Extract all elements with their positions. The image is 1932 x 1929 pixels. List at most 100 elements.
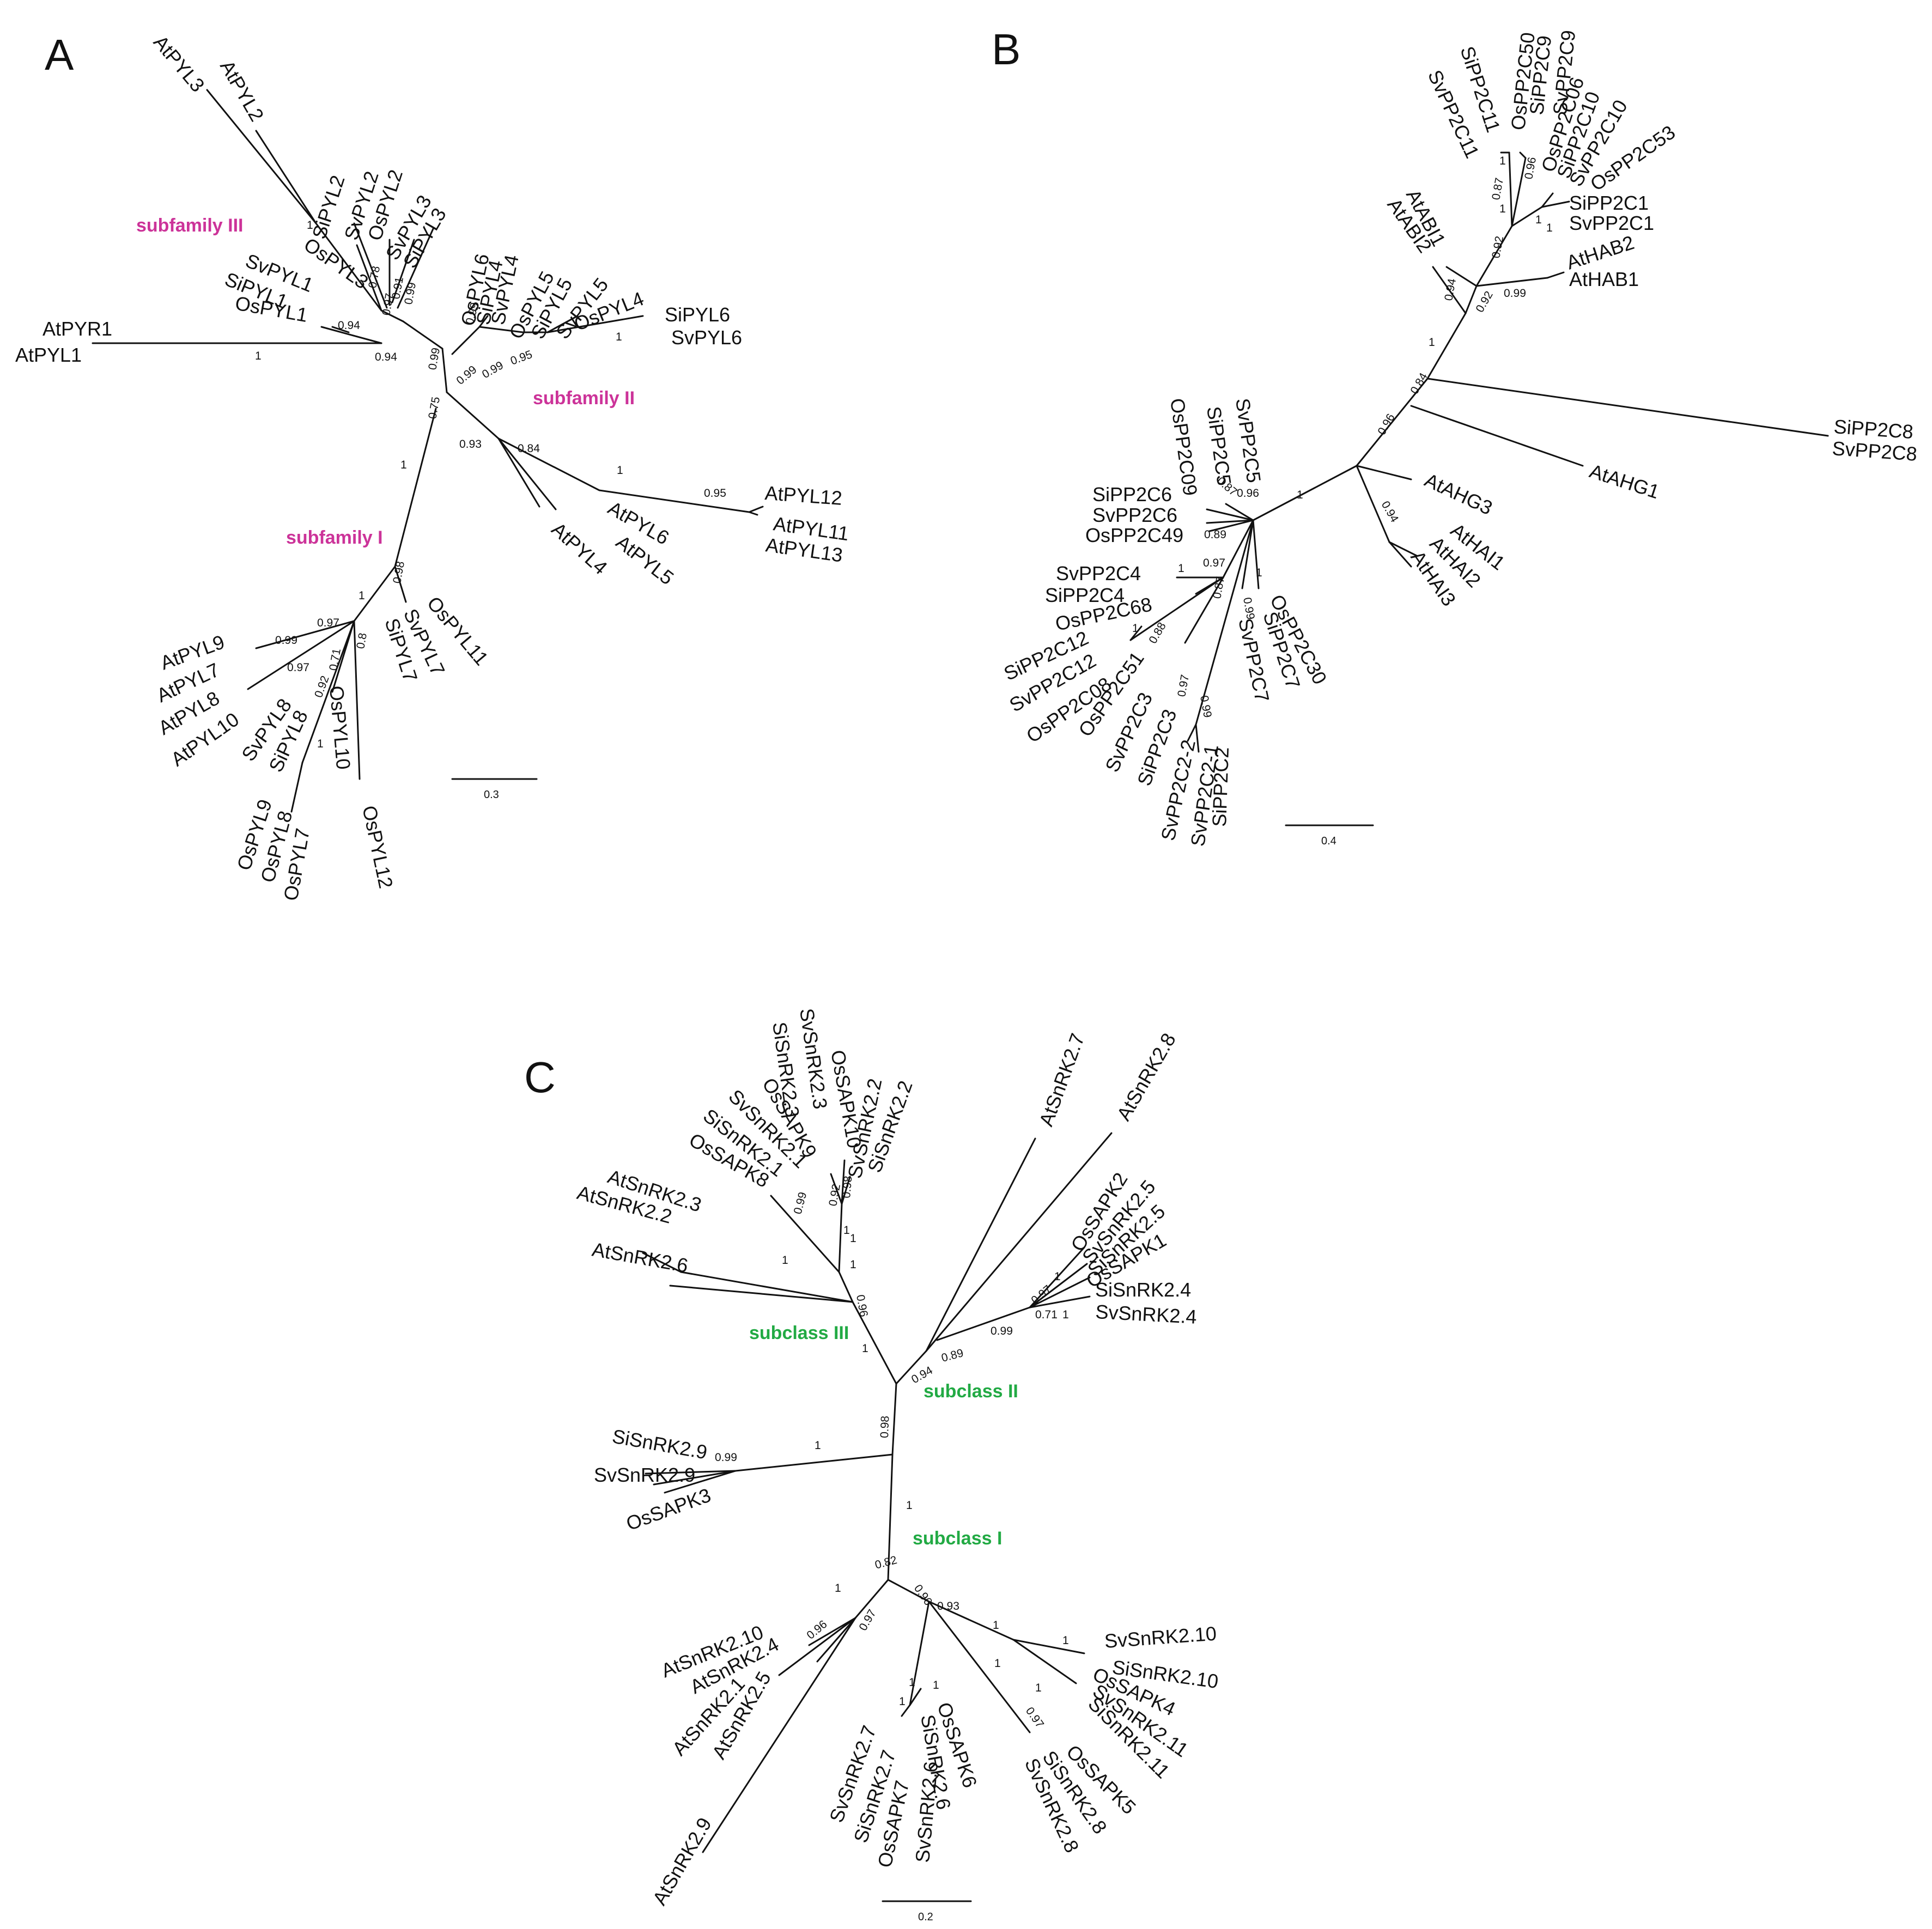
- support-value: 1: [1499, 155, 1506, 167]
- support-value: 1: [1429, 336, 1435, 349]
- support-value: 0.99: [480, 359, 506, 381]
- panel-a-letter: A: [45, 31, 74, 79]
- group-label: subfamily II: [533, 388, 635, 409]
- leaf-label: SiPP2C8: [1833, 415, 1914, 443]
- support-value: 0.82: [873, 1554, 898, 1572]
- support-value: 1: [835, 1582, 841, 1595]
- support-value: 1: [307, 219, 313, 232]
- support-value: 0.94: [338, 319, 360, 332]
- group-label: subclass III: [749, 1323, 849, 1343]
- support-value: 1: [1062, 1309, 1069, 1321]
- support-value: 0.92: [1490, 235, 1506, 259]
- leaf-label: SiPP2C2: [1208, 747, 1233, 827]
- panel-a-group-labels: subfamily III subfamily II subfamily I: [136, 215, 635, 548]
- support-value: 0.94: [1442, 277, 1459, 302]
- support-value: 0.94: [375, 351, 397, 363]
- support-value: 1: [359, 589, 365, 602]
- leaf-label: AtSnRK2.9: [648, 1814, 716, 1909]
- leaf-label: AtSnRK2.7: [1035, 1030, 1089, 1129]
- support-value: 0.97: [856, 1608, 878, 1633]
- support-value: 1: [1256, 567, 1262, 579]
- support-value: 1: [1546, 222, 1553, 234]
- support-value: 0.78: [366, 265, 382, 289]
- support-value: 0.71: [327, 648, 343, 672]
- leaf-label: AtPYL1: [15, 344, 82, 366]
- panel-a-scale-bar: 0.3: [451, 778, 538, 801]
- support-value: 0.98: [840, 1176, 854, 1199]
- support-value: 1: [400, 459, 407, 471]
- support-value: 1: [1054, 1270, 1061, 1283]
- support-value: 0.71: [1035, 1309, 1058, 1321]
- leaf-label: AtAHG3: [1421, 468, 1496, 519]
- leaf-label: OsPP2C49: [1085, 524, 1183, 546]
- group-label: subclass II: [924, 1381, 1018, 1402]
- support-value: 1: [899, 1695, 906, 1708]
- support-value: 1: [850, 1232, 856, 1245]
- panel-b-branches: [1129, 151, 1829, 753]
- support-value: 1: [909, 1676, 915, 1689]
- support-value: 1: [862, 1342, 868, 1355]
- support-value: 1: [993, 1619, 999, 1632]
- leaf-label: AtHAB1: [1569, 268, 1639, 290]
- support-value: 0.98: [878, 1416, 891, 1439]
- panel-c-leaf-labels: SvSnRK2.3 SiSnRK2.3 OsSAPK10 SvSnRK2.2 S…: [575, 1007, 1220, 1909]
- support-value: 0.99: [991, 1325, 1013, 1337]
- leaf-label: SvPP2C1: [1569, 212, 1654, 234]
- panel-b-scale-bar: 0.4: [1285, 824, 1374, 847]
- leaf-label: OsPYL10: [325, 685, 355, 770]
- support-value: 1: [617, 464, 623, 477]
- leaf-label: SvPYL6: [671, 326, 742, 349]
- support-value: 0.97: [287, 661, 309, 674]
- support-value: 0.98: [391, 561, 407, 585]
- support-value: 0.96: [1237, 487, 1259, 500]
- support-value: 1: [1132, 622, 1139, 635]
- panel-b-letter: B: [992, 25, 1020, 74]
- support-value: 0.84: [518, 442, 540, 455]
- support-value: 0.99: [1241, 597, 1257, 620]
- support-value: 0.97: [1023, 1705, 1046, 1731]
- leaf-label: SiPP2C5: [1202, 405, 1236, 486]
- support-value: 1: [1062, 1634, 1069, 1647]
- panel-b: B: [992, 25, 1918, 848]
- support-value: 0.8: [354, 632, 369, 650]
- support-value: 0.99: [426, 347, 442, 371]
- scale-bar-label: 0.2: [918, 1911, 933, 1923]
- panel-a-branches: [92, 89, 764, 813]
- support-value: 0.99: [1504, 287, 1526, 300]
- panel-a-support-values: 1 0.78 0.91 0.99 0.97 0.94 1 0.94 0.99 0…: [255, 219, 726, 750]
- support-value: 0.93: [459, 438, 482, 451]
- leaf-label: SiPP2C6: [1092, 483, 1172, 506]
- leaf-label: SvSnRK2.9: [594, 1464, 695, 1486]
- support-value: 1: [1535, 214, 1542, 226]
- support-value: 1: [1178, 562, 1184, 575]
- leaf-label: AtPYL3: [149, 31, 209, 96]
- support-value: 1: [933, 1679, 939, 1691]
- leaf-label: AtPYL5: [612, 531, 678, 589]
- support-value: 0.99: [715, 1451, 737, 1464]
- leaf-label: OsPYL12: [358, 804, 397, 890]
- leaf-label: SiSnRK2.4: [1095, 1279, 1191, 1301]
- scale-bar-label: 0.3: [484, 789, 499, 801]
- panel-c-group-labels: subclass III subclass II subclass I: [749, 1323, 1018, 1549]
- scale-bar-label: 0.4: [1321, 835, 1336, 847]
- leaf-label: SvSnRK2.4: [1095, 1300, 1198, 1328]
- support-value: 0.96: [854, 1294, 870, 1318]
- panel-b-support-values: 0.87 1 0.96 1 0.92 1 1 0.94 0.92 0.99 1 …: [1132, 155, 1553, 719]
- leaf-label: AtPYL12: [764, 482, 843, 509]
- panel-c: C: [524, 1007, 1220, 1923]
- support-value: 0.87: [1211, 576, 1227, 600]
- support-value: 0.92: [1473, 289, 1495, 315]
- leaf-label: SvPP2C5: [1231, 397, 1265, 484]
- leaf-label: AtHAB2: [1564, 231, 1637, 274]
- leaf-label: SiPP2C4: [1045, 584, 1125, 606]
- support-value: 0.99: [454, 363, 479, 387]
- group-label: subclass I: [913, 1528, 1002, 1549]
- support-value: 0.96: [1375, 412, 1397, 437]
- leaf-label: SiPP2C1: [1569, 192, 1649, 214]
- support-value: 1: [317, 738, 324, 750]
- support-value: 1: [906, 1499, 913, 1512]
- support-value: 0.97: [1175, 674, 1192, 698]
- support-value: 1: [994, 1657, 1001, 1670]
- support-value: 0.99: [792, 1191, 810, 1215]
